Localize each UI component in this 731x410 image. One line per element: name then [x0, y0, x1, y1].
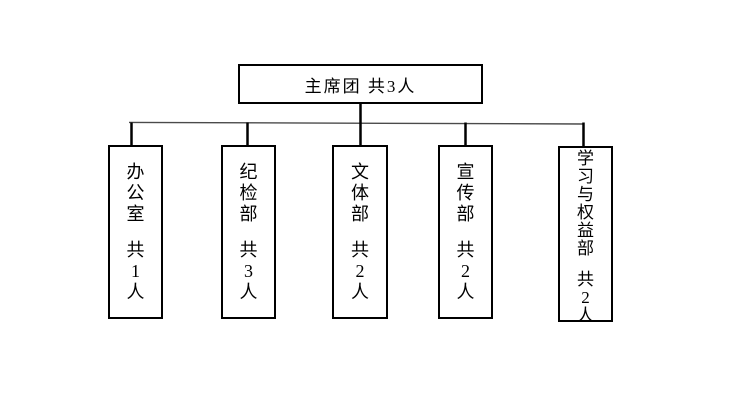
org-node-presidium: 主席团 共3人 [238, 64, 483, 104]
presidium-label: 主席团 共3人 [304, 76, 417, 96]
